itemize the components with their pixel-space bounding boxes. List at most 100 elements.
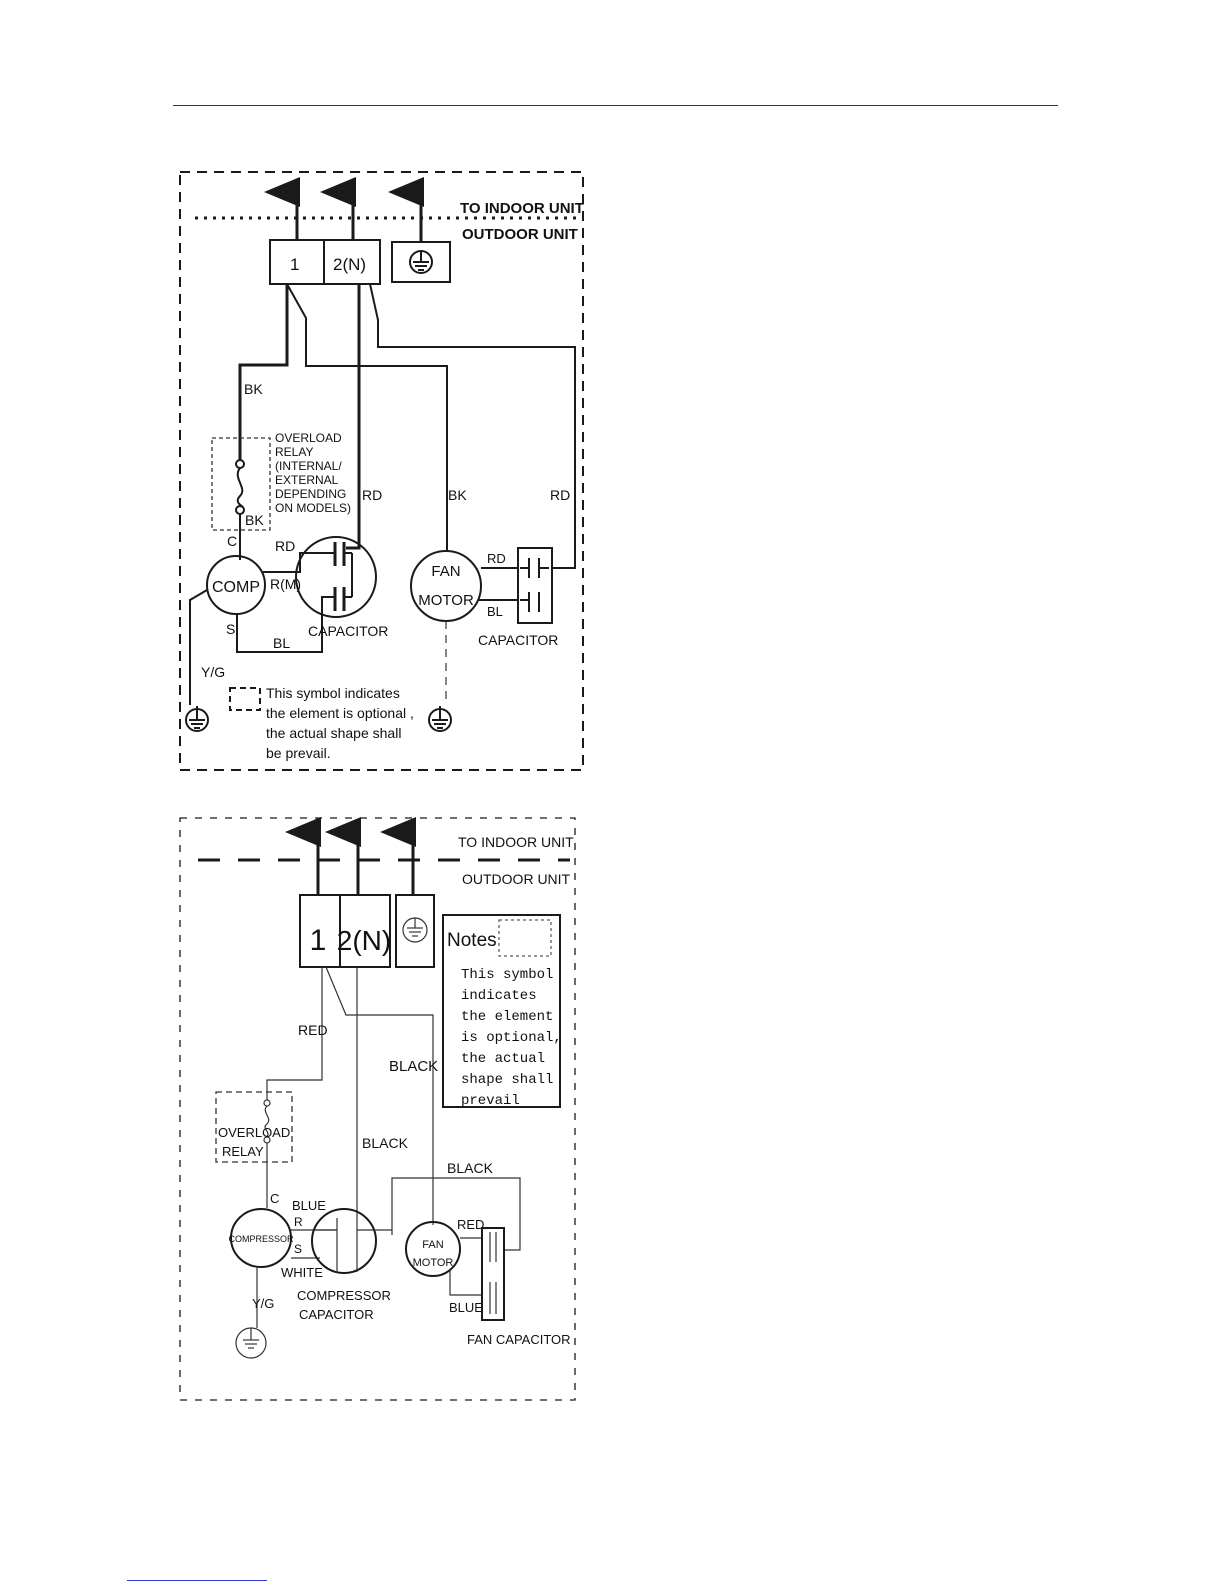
wire-label-blue-comp: BLUE (292, 1198, 326, 1213)
notes-title: Notes (447, 930, 497, 951)
svg-text:This symbol: This symbol (461, 967, 553, 983)
svg-text:the element: the element (461, 1009, 553, 1025)
fan-capacitor-plates (520, 558, 549, 612)
wiring-diagram-2: TO INDOOR UNIT OUTDOOR UNIT 1 2(N) Notes… (179, 817, 576, 1401)
svg-text:the actual: the actual (461, 1051, 545, 1067)
fan-motor-label-2-line-1: FAN (422, 1239, 443, 1251)
overload-relay-label-line-2: RELAY (222, 1144, 264, 1159)
terminal-1-label-2: 1 (310, 924, 327, 957)
overload-relay-optional-box-2 (215, 1091, 293, 1163)
compressor-capacitor-label-line-2: CAPACITOR (299, 1307, 374, 1322)
svg-text:(INTERNAL/: (INTERNAL/ (275, 459, 342, 473)
compressor-capacitor-symbol (295, 536, 377, 618)
ground-terminal (391, 241, 451, 283)
diagram-1-border (179, 171, 584, 771)
wire-label-red-fan: RED (457, 1217, 484, 1232)
wire-rd-compressor-r (263, 552, 318, 573)
wire-yg-ground (189, 589, 208, 705)
fan-motor-ground-icon (428, 706, 452, 732)
fan-motor-label-line-1: FAN (431, 563, 460, 580)
ground-terminal-icon-2 (402, 917, 428, 943)
terminal-block-2 (299, 894, 391, 968)
compressor-capacitor-label: CAPACITOR (308, 623, 388, 639)
wire-label-white: WHITE (281, 1265, 323, 1280)
wire-label-black-center: BLACK (362, 1135, 409, 1151)
overload-relay-symbol-2 (263, 1099, 271, 1208)
fan-capacitor-label-2: FAN CAPACITOR (467, 1332, 571, 1347)
svg-text:ON MODELS): ON MODELS) (275, 501, 351, 515)
optional-symbol-note: This symbol indicates the element is opt… (266, 685, 414, 761)
pin-rm-label: R(M) (270, 576, 301, 592)
wire-label-rd-right: RD (550, 487, 570, 503)
wire-label-rd-center: RD (362, 487, 382, 503)
fan-capacitor-symbol-2 (481, 1227, 505, 1321)
wire-label-yg: Y/G (201, 664, 225, 680)
outdoor-unit-label-2: OUTDOOR UNIT (462, 871, 571, 887)
wire-label-black-fan: BLACK (447, 1160, 494, 1176)
ground-terminal-icon (409, 250, 433, 274)
wire-label-red-top: RED (298, 1022, 328, 1038)
fan-capacitor-plates-2 (489, 1232, 497, 1314)
fan-capacitor-label: CAPACITOR (478, 632, 558, 648)
wire-label-bk-fan: BK (448, 487, 467, 503)
notes-text: This symbol indicates the element is opt… (461, 967, 562, 1109)
wire-red-overload (266, 967, 323, 1100)
wire-rd-fan-capacitor (369, 283, 576, 569)
svg-text:the actual shape shall: the actual shape shall (266, 725, 401, 741)
to-indoor-unit-label-2: TO INDOOR UNIT (458, 834, 574, 850)
wire-black-fan-motor (325, 966, 434, 1225)
wire-bl-compressor-s (236, 596, 323, 653)
pin-s-label-2: S (294, 1242, 302, 1256)
compressor-capacitor-plates-2 (312, 1218, 392, 1272)
svg-text:be prevail.: be prevail. (266, 745, 331, 761)
outdoor-unit-label: OUTDOOR UNIT (462, 226, 578, 243)
to-indoor-unit-label: TO INDOOR UNIT (460, 200, 584, 217)
optional-symbol-legend (229, 687, 261, 711)
header-rule (173, 105, 1058, 106)
svg-text:is optional,: is optional, (461, 1030, 562, 1046)
svg-text:RELAY: RELAY (275, 445, 313, 459)
fan-motor-label-line-2: MOTOR (418, 592, 474, 609)
compressor-capacitor-symbol-2 (311, 1208, 377, 1274)
svg-text:prevail: prevail (461, 1093, 520, 1109)
compressor-capacitor-plates (318, 542, 353, 611)
notes-optional-symbol (498, 919, 552, 957)
pin-s-label: S (226, 621, 235, 637)
wire-label-bl-comp: BL (273, 635, 290, 651)
svg-text:shape shall: shape shall (461, 1072, 553, 1088)
fan-motor-symbol (410, 550, 482, 622)
wire-rd-capacitor (346, 284, 361, 550)
svg-text:DEPENDING: DEPENDING (275, 487, 346, 501)
compressor-label: COMP (212, 579, 260, 596)
compressor-ground-icon-2 (235, 1327, 267, 1359)
pin-c-label: C (227, 533, 237, 549)
wiring-diagram-1: TO INDOOR UNIT OUTDOOR UNIT 1 2(N) BK RD… (179, 171, 584, 771)
svg-text:the element is optional ,: the element is optional , (266, 705, 414, 721)
compressor-ground-icon (185, 706, 209, 732)
svg-text:OVERLOAD: OVERLOAD (275, 431, 342, 445)
wire-label-bl-fan: BL (487, 604, 503, 619)
overload-relay-label-line-1: OVERLOAD (218, 1125, 290, 1140)
wire-label-bk-relay: BK (245, 512, 264, 528)
overload-relay-symbol (235, 459, 245, 560)
wire-label-blue-fan: BLUE (449, 1300, 483, 1315)
fan-capacitor-symbol (517, 547, 553, 624)
svg-text:indicates: indicates (461, 988, 537, 1004)
pin-c-label-2: C (270, 1191, 279, 1206)
footer-link-underline (127, 1580, 267, 1581)
fan-motor-symbol-2 (405, 1221, 461, 1277)
wire-label-bk-top: BK (244, 381, 263, 397)
diagram-2-border (179, 817, 576, 1401)
svg-text:This symbol indicates: This symbol indicates (266, 685, 400, 701)
terminal-1-label: 1 (290, 255, 299, 274)
ground-terminal-2 (395, 894, 435, 968)
svg-text:EXTERNAL: EXTERNAL (275, 473, 339, 487)
wire-label-yg-2: Y/G (252, 1296, 274, 1311)
wire-bk-fan-motor (286, 283, 448, 550)
wire-bk-compressor (238, 284, 289, 460)
pin-r-label-2: R (294, 1215, 303, 1229)
wire-label-rd-comp: RD (275, 538, 295, 554)
fan-motor-label-2-line-2: MOTOR (413, 1257, 454, 1269)
notes-box (442, 914, 561, 1108)
